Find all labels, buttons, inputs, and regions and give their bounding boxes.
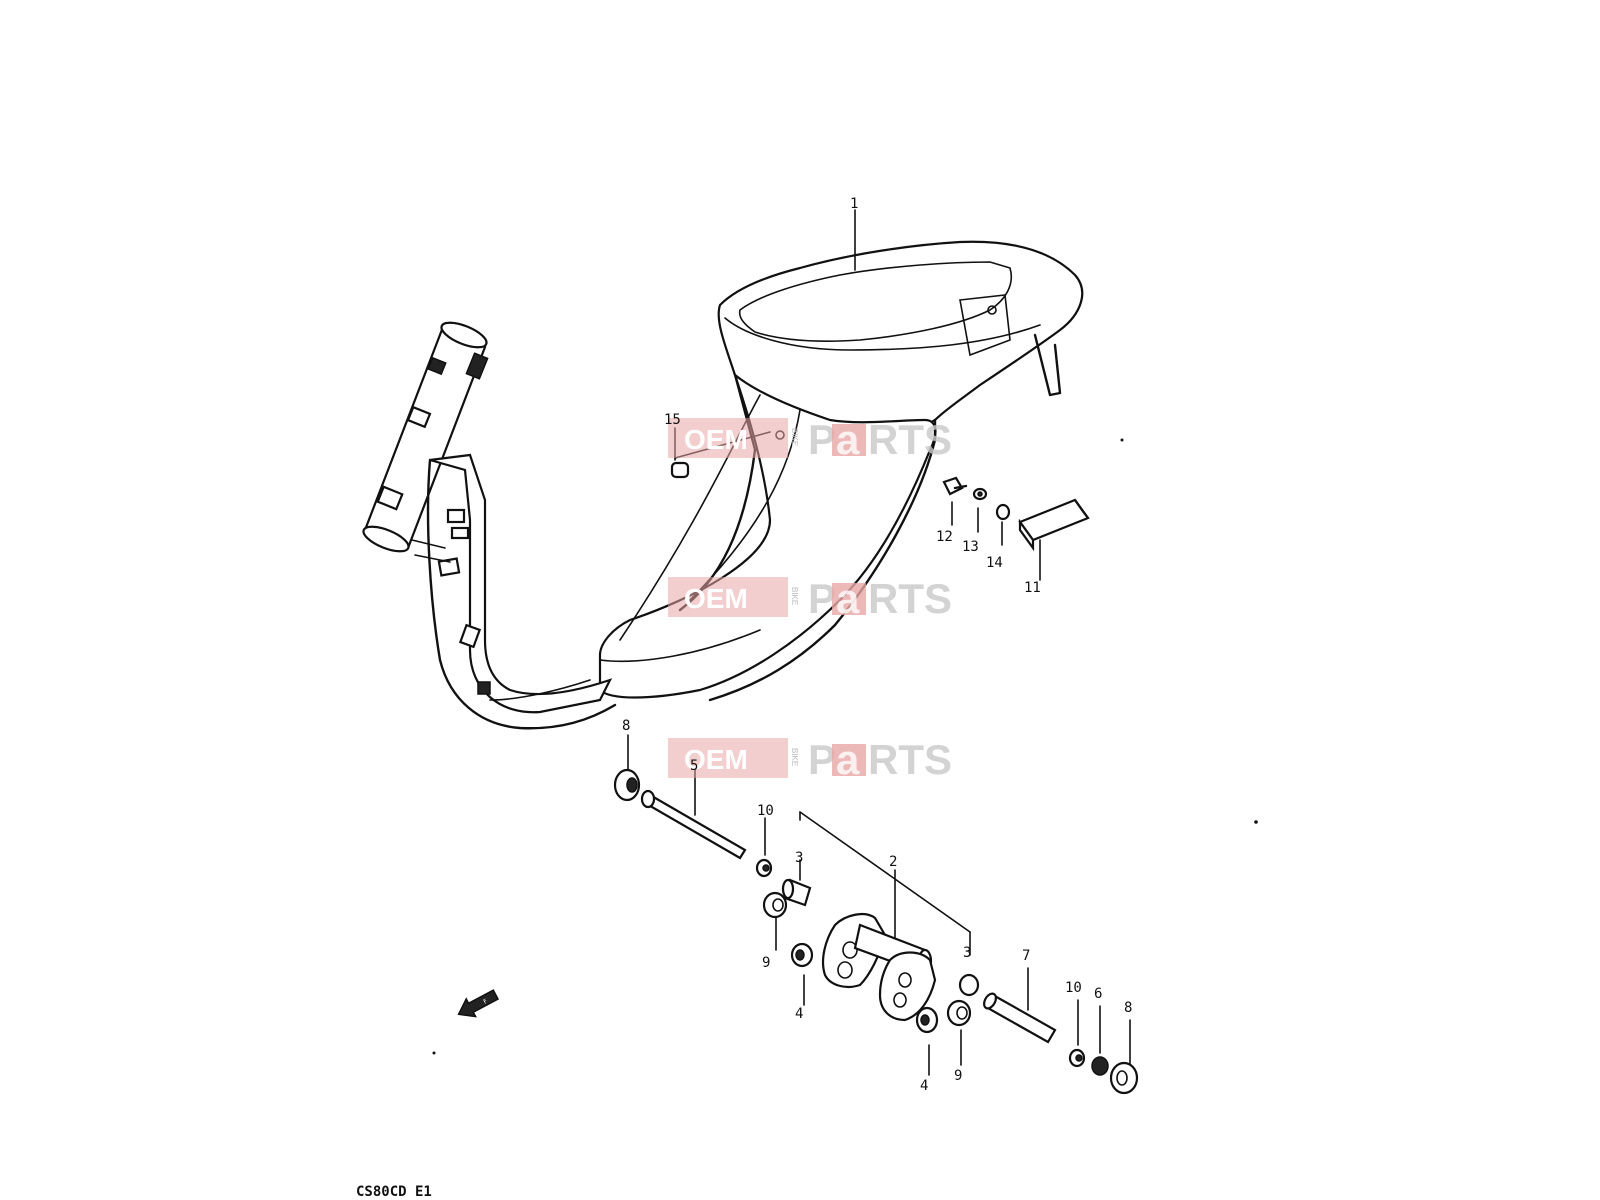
watermark-a: a (836, 416, 860, 463)
callout-labels: 1 15 12 13 14 11 8 5 10 3 2 3 9 4 4 9 7 … (622, 196, 1132, 1094)
part-15-plug[interactable] (670, 461, 690, 479)
speck (1254, 820, 1258, 824)
part-3-bushing-right[interactable] (958, 973, 980, 997)
speck (432, 1051, 436, 1055)
part-6-nut[interactable] (1091, 1056, 1109, 1076)
callout-1[interactable]: 1 (850, 196, 858, 212)
diagram-code: CS80CD E1 (356, 1184, 432, 1200)
callout-5[interactable]: 5 (690, 758, 698, 774)
watermark-p: P (808, 736, 836, 783)
part-10-washer-right[interactable] (1068, 1048, 1086, 1068)
part-7-pipe[interactable] (982, 992, 1057, 1044)
part-8-nut-right[interactable] (1109, 1061, 1139, 1095)
part-12-bolt[interactable] (942, 476, 968, 496)
callout-7[interactable]: 7 (1022, 948, 1030, 964)
front-arrow-icon: F (457, 989, 500, 1018)
svg-text:F: F (482, 998, 489, 1006)
watermark: OEM BIKE P a RTS (668, 416, 952, 463)
callout-8-left[interactable]: 8 (622, 718, 630, 734)
part-5-bolt[interactable] (640, 789, 747, 860)
part-2-hanger[interactable] (821, 912, 937, 1022)
callout-3-right[interactable]: 3 (963, 945, 971, 961)
watermark-bike: BIKE (790, 428, 799, 446)
part-9-bushing-left[interactable] (762, 891, 788, 919)
callout-10-left[interactable]: 10 (757, 803, 774, 819)
watermark-bike: BIKE (790, 587, 799, 605)
callout-2[interactable]: 2 (889, 854, 897, 870)
part-10-washer-left[interactable] (755, 858, 773, 878)
callout-4-right[interactable]: 4 (920, 1078, 928, 1094)
callout-13[interactable]: 13 (962, 539, 979, 555)
watermark-a: a (836, 736, 860, 783)
callout-11[interactable]: 11 (1024, 580, 1041, 596)
watermark-oem: OEM (684, 424, 748, 455)
watermark-oem: OEM (684, 583, 748, 614)
callout-14[interactable]: 14 (986, 555, 1003, 571)
callout-12[interactable]: 12 (936, 529, 953, 545)
watermark-p: P (808, 416, 836, 463)
part-13-washer[interactable] (972, 487, 988, 501)
watermark-rts: RTS (868, 736, 952, 783)
callout-9-right[interactable]: 9 (954, 1068, 962, 1084)
part-3-bushing-left[interactable] (781, 878, 812, 907)
part-14-washer[interactable] (995, 503, 1011, 521)
callout-3-left[interactable]: 3 (795, 850, 803, 866)
callout-8-right[interactable]: 8 (1124, 1000, 1132, 1016)
callout-6[interactable]: 6 (1094, 986, 1102, 1002)
part-4-bushing-right[interactable] (915, 1006, 939, 1034)
callout-15[interactable]: 15 (664, 412, 681, 428)
part-11-grip[interactable] (1018, 498, 1090, 552)
part-9-bushing-right[interactable] (946, 999, 972, 1027)
watermark-rts: RTS (868, 575, 952, 622)
watermark: OEM BIKE P a RTS (668, 736, 952, 783)
watermark-bike: BIKE (790, 748, 799, 766)
watermark: OEM BIKE P a RTS (668, 575, 952, 622)
front-down-tube[interactable] (360, 318, 617, 730)
watermark-oem: OEM (684, 744, 748, 775)
callout-10-right[interactable]: 10 (1065, 980, 1082, 996)
callout-4-left[interactable]: 4 (795, 1006, 803, 1022)
watermark-p: P (808, 575, 836, 622)
watermark-rts: RTS (868, 416, 952, 463)
speck (1120, 438, 1124, 442)
watermark-a: a (836, 575, 860, 622)
part-8-nut-left[interactable] (613, 768, 641, 802)
callout-9-left[interactable]: 9 (762, 955, 770, 971)
part-4-bushing-left[interactable] (790, 942, 814, 968)
